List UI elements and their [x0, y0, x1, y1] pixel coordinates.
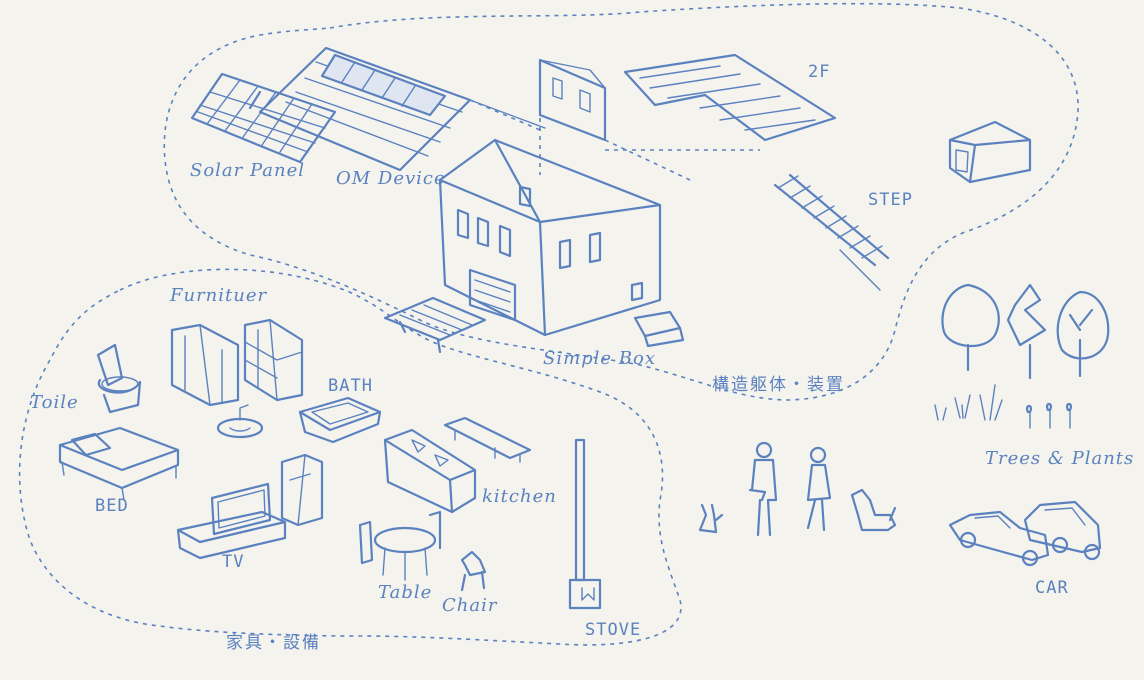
label-car: CAR: [1035, 578, 1069, 598]
assembly-guide-lines: [469, 99, 760, 181]
label-trees-plants: Trees & Plants: [985, 448, 1135, 469]
label-stove: STOVE: [585, 620, 642, 640]
label-bath: BATH: [328, 376, 373, 396]
label-om-device: OM Device: [336, 168, 446, 189]
simple-box-house-icon: [438, 138, 662, 337]
chair-icon: [460, 550, 487, 592]
sink-icon: [216, 404, 264, 439]
label-chair: Chair: [442, 595, 498, 616]
label-toilet: Toile: [30, 392, 79, 413]
kitchen-counter-icon: [383, 428, 477, 514]
tree-icon: [941, 283, 1110, 380]
dining-table-icon: [358, 510, 442, 581]
label-solar-panel-line1: Solar Panel: [190, 160, 306, 181]
wall-panel-icon: [538, 58, 607, 142]
toilet-icon: [96, 343, 142, 414]
label-furniture-equipment: 家具・設備: [226, 633, 321, 653]
storage-shed-icon: [948, 120, 1032, 184]
label-tv: TV: [222, 552, 245, 572]
stove-icon: [568, 438, 602, 610]
entry-steps-icon: [633, 310, 685, 348]
people-icon: [748, 441, 832, 537]
range-hood-icon: [443, 416, 532, 463]
bathtub-icon: [298, 396, 382, 444]
furniture-shelf-icon: [243, 318, 304, 402]
label-2f: 2F: [808, 62, 831, 82]
second-floor-slab-icon: [623, 53, 837, 142]
label-furniture: Furnituer: [170, 285, 268, 306]
step-stairs-icon: [773, 173, 890, 291]
label-simple-box: Simple Box: [543, 348, 657, 369]
label-kitchen: kitchen: [482, 486, 557, 507]
solar-panel-icon: [190, 72, 337, 164]
label-bed: BED: [95, 496, 129, 516]
tv-stand-icon: [176, 510, 287, 560]
label-structure-equipment: 構造躯体・装置: [712, 375, 845, 395]
label-table: Table: [378, 582, 433, 603]
pet-dog-icon: [850, 488, 897, 532]
car-icon: [948, 500, 1102, 567]
furniture-cabinet-icon: [170, 323, 240, 407]
deck-icon: [383, 296, 487, 354]
refrigerator-icon: [280, 453, 324, 527]
label-step: STEP: [868, 190, 913, 210]
plants-icon: [934, 384, 1072, 429]
pet-cat-icon: [698, 503, 724, 534]
om-device-icon: [258, 46, 546, 172]
bed-icon: [58, 426, 180, 501]
